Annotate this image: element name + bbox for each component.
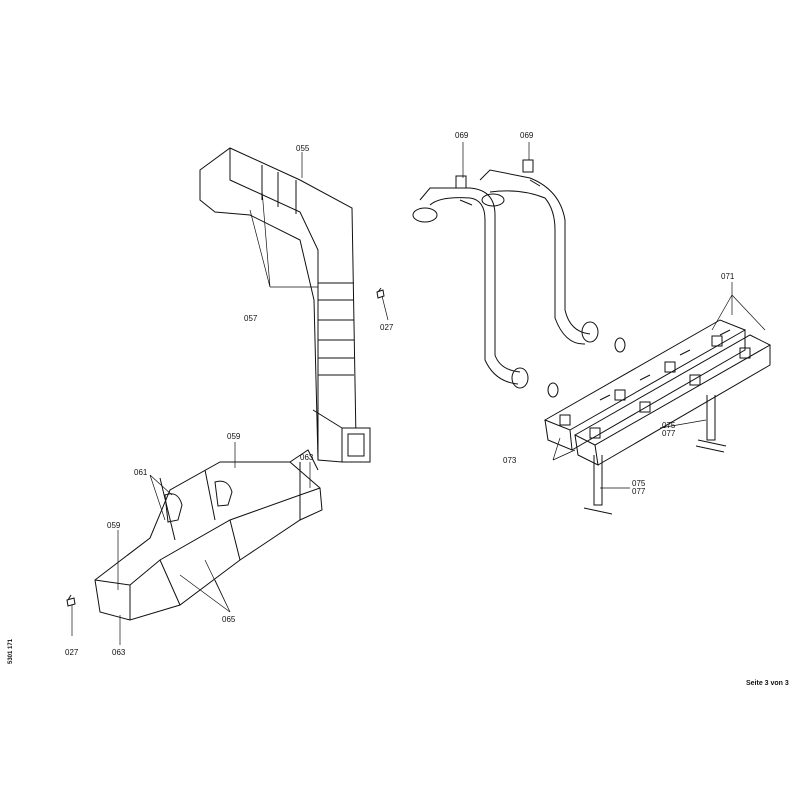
part-label-059-lower: 059	[107, 521, 121, 530]
manifold-rails	[543, 319, 772, 466]
part-label-069-right: 069	[520, 131, 534, 140]
clip-027-lower	[66, 594, 76, 607]
document-number: 5301 171	[8, 638, 14, 664]
part-label-075-lower: 075	[632, 479, 646, 488]
part-label-063-upper: 063	[300, 453, 314, 462]
part-label-071: 071	[721, 272, 735, 281]
page-footer: Seite 3 von 3	[746, 680, 789, 687]
part-label-077-lower: 077	[632, 487, 646, 496]
part-label-077-right: 077	[662, 429, 676, 438]
part-label-055: 055	[296, 144, 310, 153]
part-label-027-upper: 027	[380, 323, 394, 332]
pipes	[412, 159, 626, 398]
part-label-027-lower: 027	[65, 648, 79, 657]
leader-lines	[71, 142, 766, 645]
clip-027-upper	[376, 287, 385, 299]
part-label-065: 065	[222, 615, 236, 624]
part-label-075-right: 075	[662, 421, 676, 430]
insulation-block	[94, 449, 323, 621]
part-label-063-lower: 063	[112, 648, 126, 657]
elbow-duct	[199, 147, 371, 463]
part-label-061: 061	[134, 468, 148, 477]
part-label-057: 057	[244, 314, 258, 323]
support-feet	[583, 395, 727, 515]
part-label-069-left: 069	[455, 131, 469, 140]
part-label-073: 073	[503, 456, 517, 465]
part-label-059-upper: 059	[227, 432, 241, 441]
